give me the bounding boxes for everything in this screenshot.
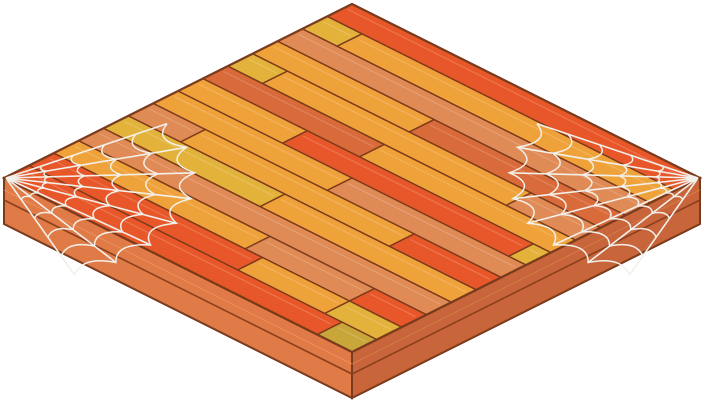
plank-grain <box>283 76 521 196</box>
plank-grain <box>345 305 392 330</box>
web-strand <box>5 177 151 246</box>
plank-grain <box>258 262 339 304</box>
web-strand <box>517 146 699 179</box>
web-strand <box>5 172 195 179</box>
tile-sides <box>3 176 701 400</box>
web-strand <box>509 172 699 179</box>
web-ring <box>543 133 644 257</box>
plank-grain <box>347 182 516 268</box>
plank-grain <box>370 293 416 318</box>
plank-grain <box>148 108 195 133</box>
plank-grain <box>248 58 277 74</box>
web-ring <box>507 123 631 276</box>
plank-grain <box>265 241 364 292</box>
plank-grain <box>223 71 374 147</box>
cobweb-left-icon <box>5 122 197 276</box>
web-strand <box>628 177 699 276</box>
plank-grain <box>380 149 566 243</box>
web-ring <box>60 133 161 257</box>
web-strand <box>536 122 699 179</box>
web-strand <box>5 177 117 264</box>
plank-grain <box>173 95 342 181</box>
web-ring <box>580 144 657 238</box>
plank-grain <box>201 134 404 237</box>
tile-top <box>4 4 700 352</box>
plank-grain <box>298 33 640 206</box>
cobweb-right-icon <box>507 122 699 276</box>
web-strand <box>5 122 168 179</box>
plank-grain <box>124 120 275 197</box>
plank-grain <box>303 135 523 247</box>
web-strand <box>5 177 192 200</box>
web-ring <box>653 165 684 200</box>
plank-grain <box>198 83 297 134</box>
web-strand <box>553 177 699 246</box>
web-strand <box>5 146 187 179</box>
plank-grain <box>429 124 615 218</box>
plank-grain <box>347 8 690 181</box>
web-ring <box>617 154 671 219</box>
plank-grain <box>409 238 491 280</box>
plank-grain <box>337 327 367 343</box>
web-ring <box>73 123 197 276</box>
plank-grain <box>526 197 590 231</box>
web-strand <box>587 177 699 264</box>
web-ring <box>20 165 51 200</box>
plank-grain <box>273 46 424 123</box>
plank <box>315 321 379 352</box>
web-ring <box>33 154 87 219</box>
tile-top-outline <box>1 2 703 354</box>
plank-grain <box>99 133 441 305</box>
plank-grain <box>357 38 665 193</box>
web-ring <box>47 144 124 238</box>
plank-grain <box>280 199 466 293</box>
plank-grain <box>322 21 352 37</box>
plank-grain <box>529 248 541 256</box>
web-strand <box>527 177 699 224</box>
web-strand <box>512 177 699 200</box>
web-strand <box>5 177 76 276</box>
web-strand <box>5 177 177 224</box>
